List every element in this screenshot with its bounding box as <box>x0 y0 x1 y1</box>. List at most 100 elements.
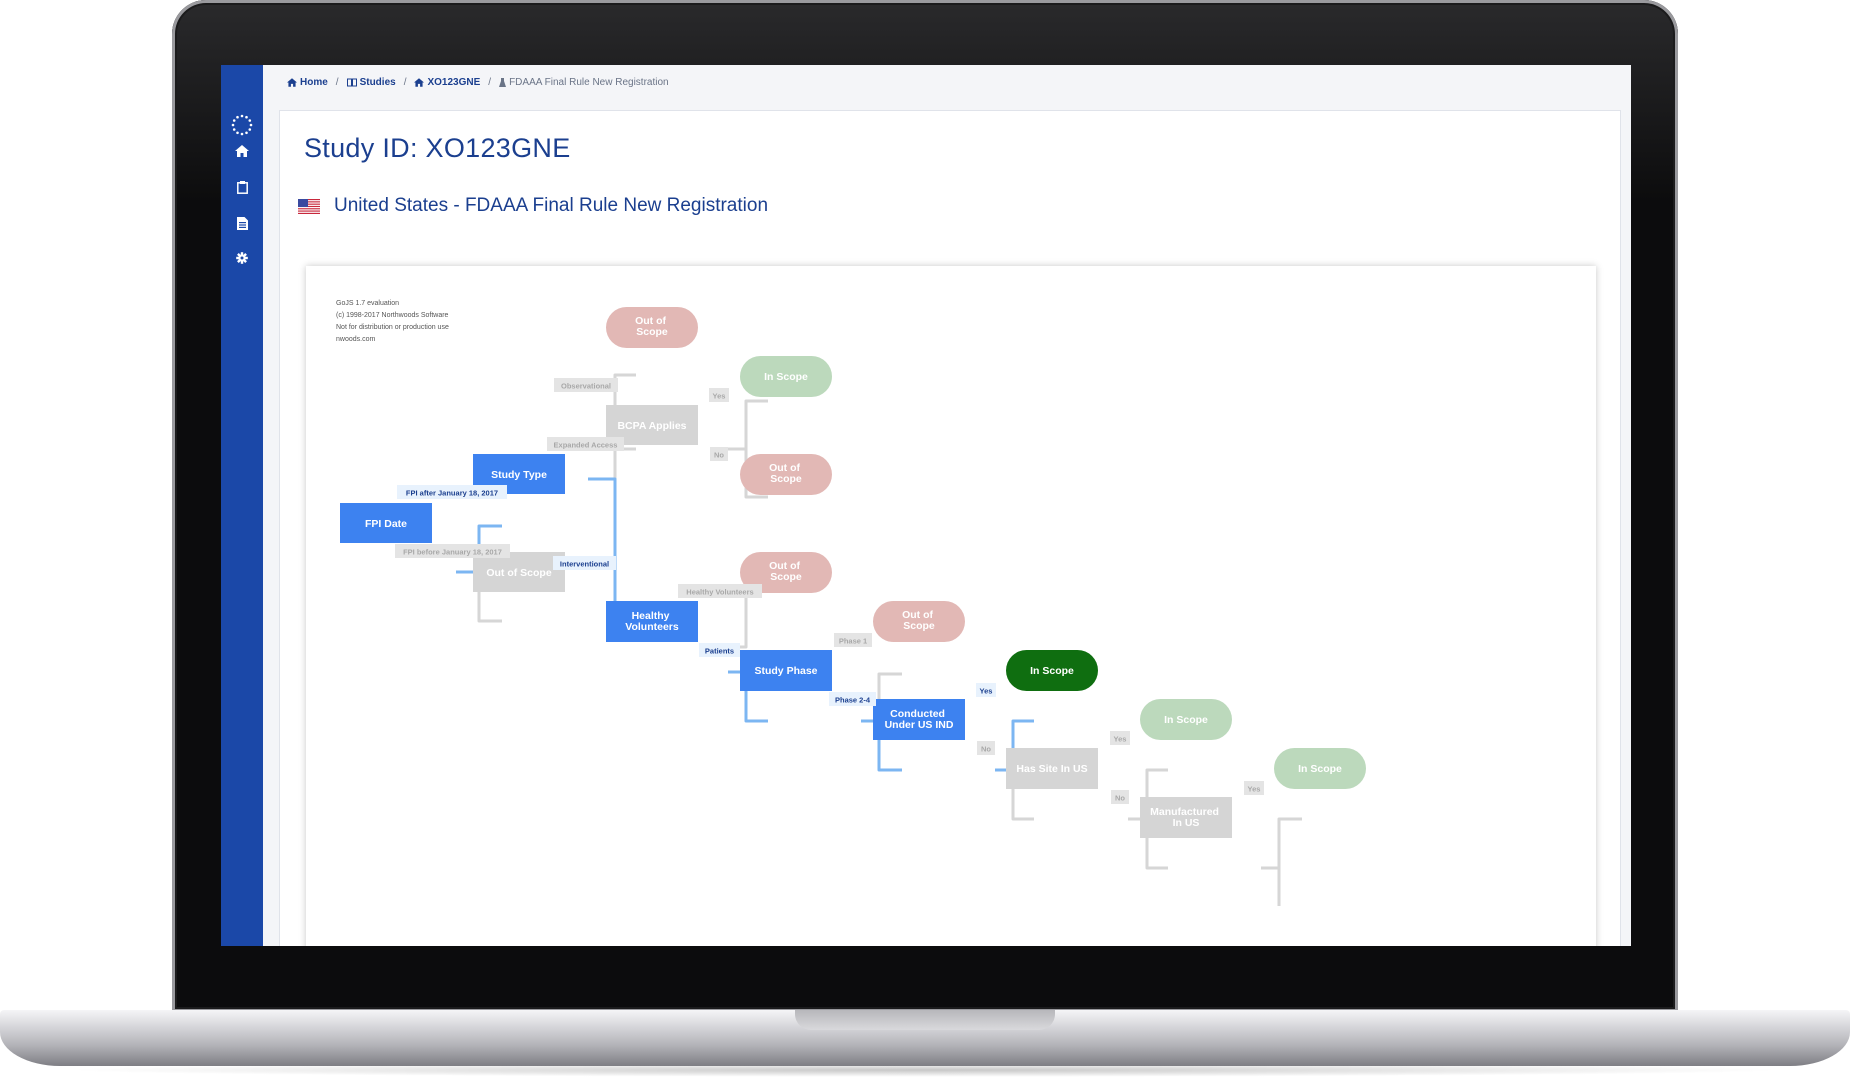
watermark-line: Not for distribution or production use <box>336 324 449 331</box>
edge-label-expanded-access[interactable]: Expanded Access <box>547 437 624 451</box>
node-out-of-scope-bcpa[interactable]: Out of Scope <box>740 454 832 495</box>
node-study-phase-label: Study Phase <box>754 665 817 677</box>
node-fpi-date-label: FPI Date <box>365 518 407 530</box>
breadcrumb-separator: / <box>488 76 492 88</box>
edge-label-observational[interactable]: Observational <box>554 378 618 392</box>
gear-icon[interactable] <box>221 248 263 268</box>
node-study-phase[interactable]: Study Phase <box>740 650 832 691</box>
edge-label-bcpa-yes[interactable]: Yes <box>709 388 729 402</box>
edge-label-site-no[interactable]: No <box>1111 790 1129 804</box>
breadcrumb: Home / Studies / XO123GNE / FDAAA Final … <box>287 74 669 90</box>
edge-label-bcpa-no-text: No <box>714 451 724 460</box>
node-out-of-scope-fpi[interactable]: Out of Scope <box>473 552 565 592</box>
node-in-scope-site-label: In Scope <box>1164 714 1208 726</box>
svg-text:Out of Scope: Out of Scope <box>635 315 669 338</box>
svg-text:Healthy Volunteers: Healthy Volunteers <box>625 610 679 633</box>
node-in-scope-mfg[interactable]: In Scope <box>1274 748 1366 789</box>
watermark-line: GoJS 1.7 evaluation <box>336 300 400 307</box>
edge-label-ind-no[interactable]: No <box>977 741 995 755</box>
edge-label-fpi-after[interactable]: FPI after January 18, 2017 <box>397 485 507 499</box>
edge-label-observational-text: Observational <box>561 382 611 391</box>
svg-text:Conducted Under US: Conducted Under US IND <box>885 708 954 731</box>
node-label-line: Scope <box>636 326 668 338</box>
edge-label-patients[interactable]: Patients <box>699 643 740 657</box>
watermark-line: nwoods.com <box>336 336 376 343</box>
node-bcpa-applies-label: BCPA Applies <box>617 420 686 432</box>
subtitle-row: United States - FDAAA Final Rule New Reg… <box>298 195 768 217</box>
node-has-site-in-us[interactable]: Has Site In US <box>1006 748 1098 789</box>
node-label-line: Out of <box>769 462 800 474</box>
edge-label-mfg-yes[interactable]: Yes <box>1244 781 1264 795</box>
edge-label-phase1[interactable]: Phase 1 <box>834 633 872 647</box>
node-in-scope-site[interactable]: In Scope <box>1140 699 1232 740</box>
screen: Home / Studies / XO123GNE / FDAAA Final … <box>221 65 1631 946</box>
edge-label-phase1-text: Phase 1 <box>839 637 867 646</box>
link-mfg-continue <box>1261 866 1281 906</box>
node-in-scope-ind[interactable]: In Scope <box>1006 650 1098 691</box>
node-out-of-scope-healthy[interactable]: Out of Scope <box>740 552 832 593</box>
breadcrumb-studies[interactable]: Studies <box>346 77 396 88</box>
node-label-line: Out of <box>635 315 666 327</box>
node-out-of-scope-phase1[interactable]: Out of Scope <box>873 601 965 642</box>
edge-label-healthy-volunteers-text: Healthy Volunteers <box>686 588 753 597</box>
sidebar <box>221 65 263 946</box>
edge-label-interventional[interactable]: Interventional <box>553 556 616 570</box>
node-manufactured-in-us[interactable]: Manufactured In US <box>1140 797 1232 838</box>
breadcrumb-study-label: XO123GNE <box>427 76 481 88</box>
edge-label-phase2-4[interactable]: Phase 2-4 <box>829 692 876 706</box>
node-out-of-scope-fpi-label: Out of Scope <box>486 567 551 579</box>
link-expanded-access <box>588 447 636 481</box>
svg-text:Out of Scope: Out of Scope <box>769 462 803 485</box>
svg-text:Manufactured In US: Manufactured In US <box>1150 806 1222 829</box>
edge-label-patients-text: Patients <box>705 647 734 656</box>
svg-text:Out of Scope: Out of Scope <box>902 609 936 632</box>
home-icon <box>414 77 425 87</box>
link-mfg-yes <box>1261 817 1302 870</box>
link-bcpa-yes <box>728 399 768 451</box>
laptop-notch <box>795 1010 1055 1030</box>
breadcrumb-current: FDAAA Final Rule New Registration <box>499 77 669 88</box>
node-label-line: Out of <box>769 560 800 572</box>
node-conducted-under-us-ind[interactable]: Conducted Under US IND <box>873 699 965 740</box>
edge-label-fpi-before[interactable]: FPI before January 18, 2017 <box>395 544 510 558</box>
clipboard-icon[interactable] <box>221 177 263 197</box>
studies-icon <box>346 78 357 86</box>
laptop-shadow <box>60 1063 1790 1077</box>
us-flag-icon <box>298 198 320 214</box>
edge-label-ind-yes[interactable]: Yes <box>976 683 996 697</box>
link-ind-yes <box>995 719 1034 772</box>
document-icon[interactable] <box>221 213 263 233</box>
node-in-scope-mfg-label: In Scope <box>1298 763 1342 775</box>
link-phase2-4 <box>861 719 902 772</box>
link-interventional <box>588 477 636 624</box>
edge-label-site-yes-text: Yes <box>1114 735 1127 744</box>
main-card: Study ID: XO123GNE United States - FDAAA… <box>279 110 1621 946</box>
breadcrumb-study[interactable]: XO123GNE <box>414 77 480 88</box>
link-healthy-volunteers <box>728 589 768 649</box>
edge-label-site-no-text: No <box>1115 794 1125 803</box>
node-label-line: Scope <box>903 620 935 632</box>
link-site-no <box>1128 817 1168 870</box>
edge-label-fpi-before-text: FPI before January 18, 2017 <box>403 548 502 557</box>
edge-label-site-yes[interactable]: Yes <box>1110 731 1130 745</box>
eu-stars-logo-icon[interactable] <box>221 110 263 140</box>
node-healthy-volunteers[interactable]: Healthy Volunteers <box>606 601 698 642</box>
edge-label-expanded-access-text: Expanded Access <box>554 441 618 450</box>
edge-label-healthy-volunteers[interactable]: Healthy Volunteers <box>678 584 762 598</box>
flask-icon <box>499 77 507 87</box>
link-patients <box>728 670 768 723</box>
breadcrumb-home[interactable]: Home <box>287 77 328 88</box>
breadcrumb-home-label: Home <box>300 76 328 88</box>
node-label-line: Scope <box>770 473 802 485</box>
decision-tree-canvas: FPI Date Study Type Out of Scope Out of <box>340 307 1366 906</box>
decision-tree-diagram[interactable]: GoJS 1.7 evaluation (c) 1998-2017 Northw… <box>306 266 1596 946</box>
node-out-of-scope-observational[interactable]: Out of Scope <box>606 307 698 348</box>
home-icon[interactable] <box>221 141 263 161</box>
edge-label-fpi-after-text: FPI after January 18, 2017 <box>406 489 498 498</box>
edge-label-interventional-text: Interventional <box>560 560 609 569</box>
node-fpi-date[interactable]: FPI Date <box>340 503 432 543</box>
node-in-scope-bcpa[interactable]: In Scope <box>740 356 832 397</box>
page-title: Study ID: XO123GNE <box>304 133 571 163</box>
edge-label-phase2-4-text: Phase 2-4 <box>835 696 871 705</box>
edge-label-bcpa-no[interactable]: No <box>710 447 728 461</box>
